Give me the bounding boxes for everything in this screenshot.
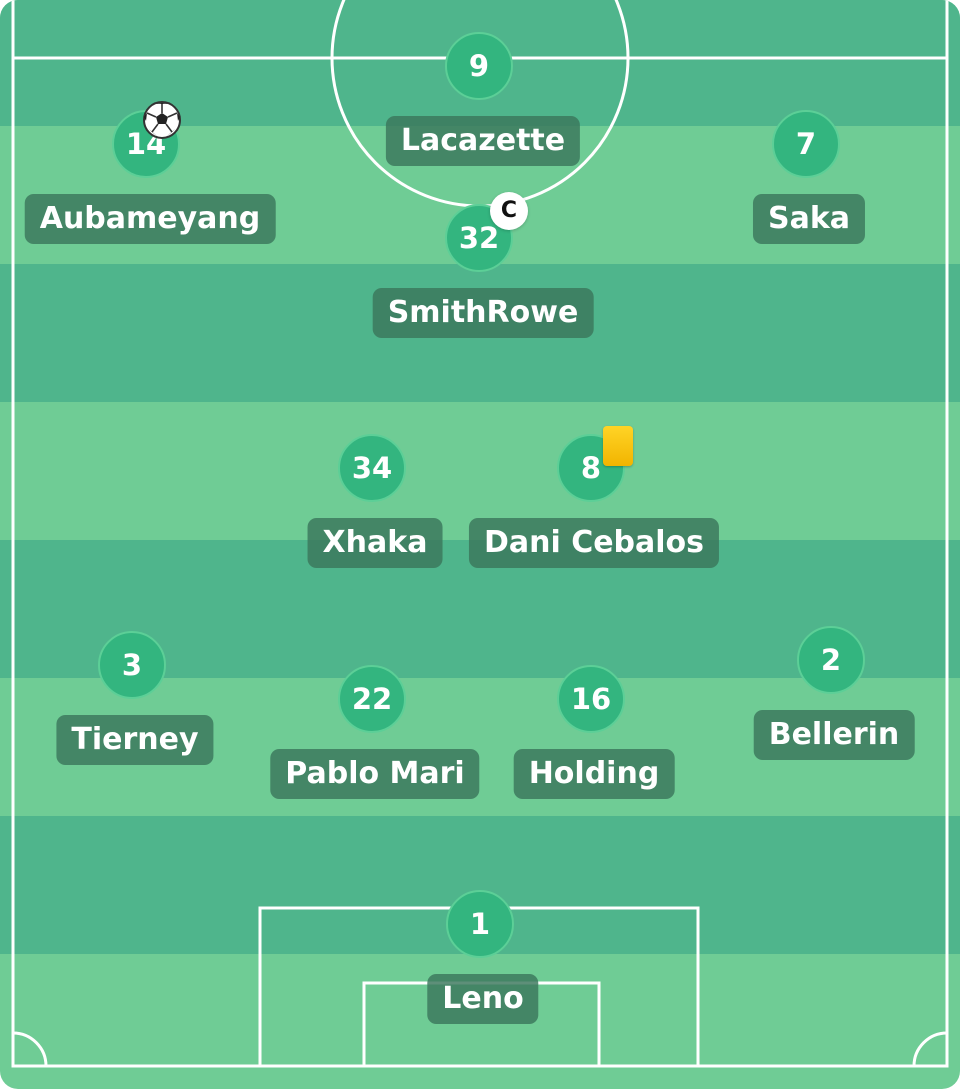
player-name: Bellerin [753, 710, 915, 760]
player-number: 3 [98, 631, 166, 699]
player-name: Pablo Mari [270, 749, 480, 799]
player-number: 34 [338, 434, 406, 502]
corner-arc-right [912, 1031, 948, 1067]
player-number: 9 [445, 32, 513, 100]
centre-circle [330, 0, 630, 208]
corner-arc-left [12, 1031, 48, 1067]
player-number: 2 [797, 626, 865, 694]
player-name: Lacazette [385, 116, 581, 166]
player-name: Dani Cebalos [468, 518, 720, 568]
player-number: 1 [446, 890, 514, 958]
player-name: Holding [513, 749, 675, 799]
player-name: Tierney [56, 715, 214, 765]
player-name: SmithRowe [372, 288, 594, 338]
player-number: 16 [557, 665, 625, 733]
player-name: Aubameyang [24, 194, 276, 244]
football-icon [143, 101, 181, 139]
player-number: 22 [338, 665, 406, 733]
yellow-card-icon [603, 426, 633, 466]
player-name: Xhaka [307, 518, 443, 568]
captain-badge: C [490, 192, 528, 230]
player-name: Leno [427, 974, 539, 1024]
player-name: Saka [752, 194, 866, 244]
player-number: 7 [772, 110, 840, 178]
